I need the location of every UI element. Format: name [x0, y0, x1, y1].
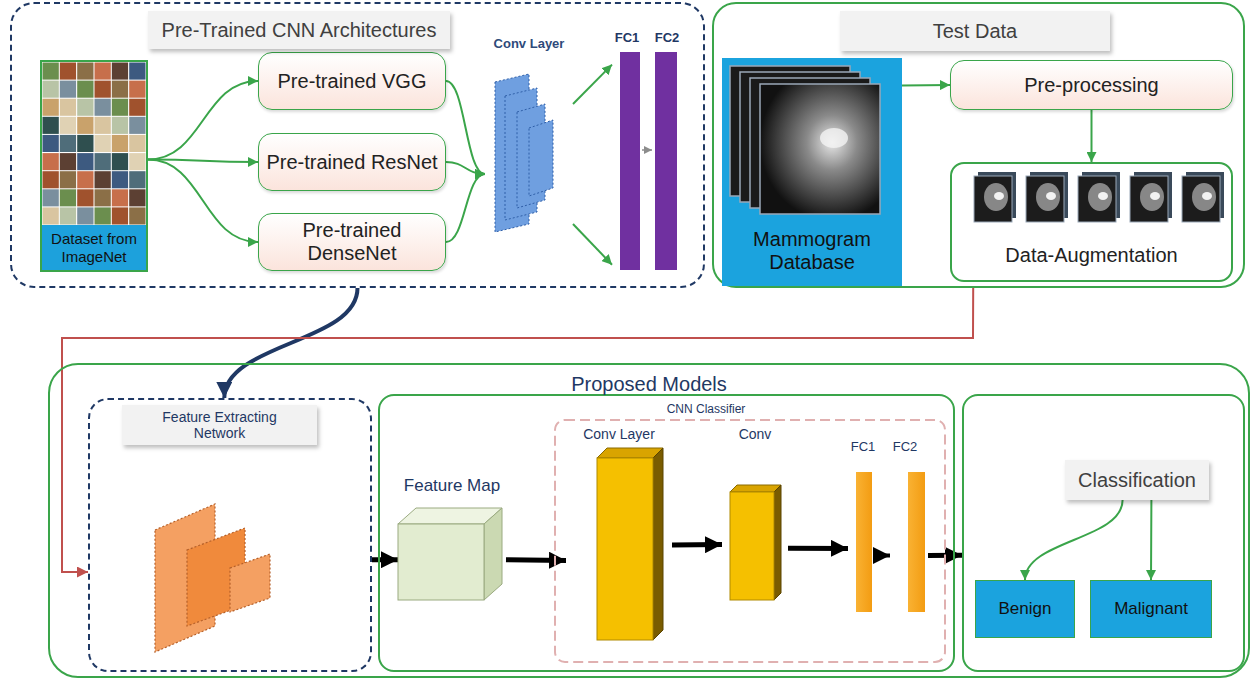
connector [878, 555, 890, 556]
model-box: Pre-trained ResNet [258, 133, 446, 191]
fc-layer: FC2 [890, 438, 928, 616]
node-label: Benign [976, 581, 1074, 637]
fc-bar [655, 52, 677, 270]
connector [672, 544, 722, 545]
connector [788, 548, 848, 549]
class-box: Benign [975, 580, 1075, 638]
connector [148, 160, 258, 242]
connector-line [573, 224, 612, 265]
node-label: Malignant [1091, 581, 1211, 637]
node-label: Mammogram Database [722, 218, 902, 284]
node-label: FC2 [652, 28, 682, 48]
classification-region: ClassificationBenign Malignant [962, 394, 1245, 672]
feature-map: Feature Map [398, 474, 506, 604]
conv-slab [722, 424, 788, 604]
data-region: Test DataMammogram Database Pre-processin… [712, 2, 1245, 288]
connector [1091, 110, 1092, 162]
conv-layer: Conv [722, 424, 788, 604]
connector [446, 162, 485, 174]
connector-line [573, 65, 612, 104]
heading-label: Classification [1065, 460, 1209, 500]
fc-layer: FC1 [612, 28, 642, 272]
node-label: FC1 [612, 28, 642, 48]
augmentation-box: Data-Augmentation [950, 162, 1233, 282]
heading-label: Pre-Trained CNN Architectures [148, 11, 450, 49]
heading-label: Test Data [840, 11, 1110, 51]
connector-line [224, 288, 357, 398]
connector-line [1025, 500, 1123, 580]
connector [372, 559, 398, 560]
connector-line [446, 162, 485, 174]
connector [148, 81, 258, 160]
connector [446, 81, 485, 174]
connector [902, 85, 950, 86]
connector-line [1150, 500, 1152, 580]
process-box: Pre-processing [950, 60, 1233, 110]
node-label: Conv [722, 424, 788, 444]
class-box: Malignant [1090, 580, 1212, 638]
classifier-region: CNN ClassifierFeature Map Conv Layer ConvF… [378, 394, 955, 672]
model-box: Pre-trained VGG [258, 52, 446, 110]
fc-bar [856, 472, 872, 612]
connector-line [902, 84, 950, 86]
node-label: Data-Augmentation [952, 234, 1231, 276]
connector-line [446, 81, 485, 174]
model-box: Pre-trained DenseNet [258, 213, 446, 271]
node-label: FC2 [890, 438, 920, 456]
conv-slab [566, 424, 672, 644]
dataset-image: Dataset from ImageNet [40, 60, 148, 272]
conv-layer-stack [485, 34, 573, 234]
node-label: Conv Layer [566, 424, 672, 444]
connector [506, 559, 566, 561]
node-label: Proposed Models [50, 370, 1248, 398]
node-label: Feature Map [398, 474, 506, 498]
node-label: FC1 [848, 438, 878, 456]
connector [224, 288, 357, 398]
connector-line [148, 160, 258, 242]
connector-line [506, 557, 566, 563]
node-label: CNN Classifier [656, 402, 756, 418]
node-label: Conv Layer [485, 34, 573, 54]
fc-bar [620, 52, 640, 270]
connector-line [672, 542, 722, 547]
node-label: Pre-trained VGG [259, 53, 445, 109]
connector-line [788, 546, 848, 551]
connector-line [1091, 110, 1093, 162]
architecture-region: Pre-Trained CNN ArchitecturesDataset fro… [10, 2, 705, 288]
conv-layer: Conv Layer [566, 424, 672, 644]
connector-line [372, 557, 398, 562]
heading-label: Feature Extracting Network [122, 405, 317, 445]
connector [1025, 500, 1123, 580]
fc-layer: FC2 [652, 28, 682, 272]
connector [573, 65, 612, 265]
node-label: Pre-trained ResNet [259, 134, 445, 190]
node-label: Pre-trained DenseNet [259, 214, 445, 270]
connector [642, 150, 652, 151]
database-image: Mammogram Database [722, 58, 902, 286]
connector [1151, 500, 1152, 580]
node-label: Dataset from ImageNet [42, 225, 146, 270]
fc-bar [908, 472, 925, 612]
connector-line [878, 554, 890, 558]
connector [446, 174, 485, 242]
extractor-region: Feature Extracting Network [88, 398, 372, 672]
connector-line [148, 81, 258, 160]
conv-layer: Conv Layer [485, 34, 573, 234]
fc-layer: FC1 [848, 438, 878, 616]
connector-line [642, 149, 652, 151]
connector-line [446, 174, 485, 242]
node-label: Pre-processing [951, 61, 1232, 109]
proposed-region: Proposed ModelsFeature Extracting Networ… [48, 363, 1250, 678]
